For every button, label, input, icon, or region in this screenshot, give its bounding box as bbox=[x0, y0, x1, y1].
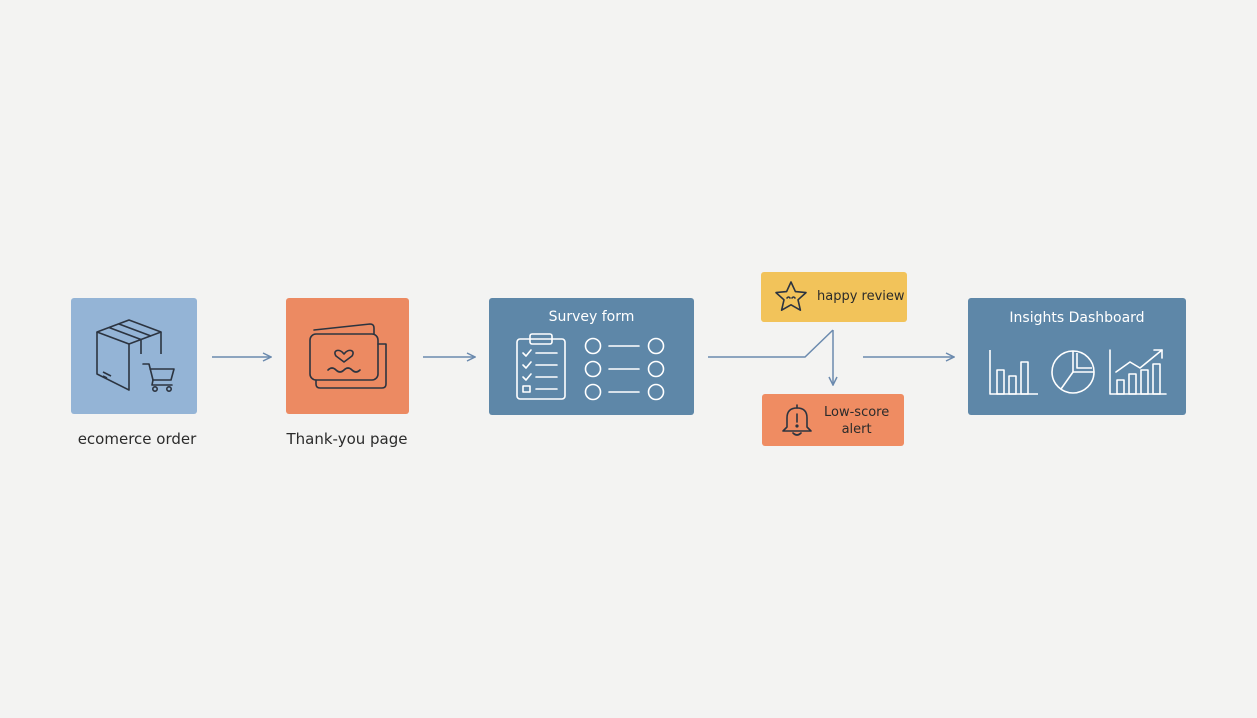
thank-you-card-icon bbox=[309, 323, 387, 389]
survey-title: Survey form bbox=[548, 309, 635, 325]
pie-chart-icon bbox=[1051, 350, 1095, 394]
low-score-alert-label-line2: alert bbox=[841, 422, 872, 437]
star-icon bbox=[775, 281, 807, 311]
survey-node: Survey form bbox=[489, 298, 694, 415]
order-caption: ecomerce order bbox=[77, 430, 197, 448]
branch-line-survey-to-split bbox=[708, 329, 834, 358]
clipboard-checklist-icon bbox=[516, 333, 566, 400]
thankyou-caption: Thank-you page bbox=[286, 430, 408, 448]
shopping-cart-icon bbox=[142, 363, 175, 392]
bell-alert-icon bbox=[782, 404, 812, 436]
low-score-alert-label-line1: Low-score bbox=[824, 405, 890, 420]
low-score-alert-node: Low-score alert bbox=[762, 394, 904, 446]
thankyou-node bbox=[286, 298, 409, 414]
happy-review-node: happy review bbox=[761, 272, 907, 322]
package-box-icon bbox=[96, 319, 162, 391]
dashboard-node: Insights Dashboard bbox=[968, 298, 1186, 415]
radio-options-icon bbox=[584, 337, 665, 401]
low-score-alert-label: Low-score alert bbox=[824, 404, 889, 438]
order-node bbox=[71, 298, 197, 414]
trend-chart-icon bbox=[1109, 349, 1167, 395]
happy-review-label: happy review bbox=[817, 289, 905, 304]
bar-chart-icon bbox=[989, 350, 1038, 395]
dashboard-title: Insights Dashboard bbox=[1009, 310, 1145, 326]
